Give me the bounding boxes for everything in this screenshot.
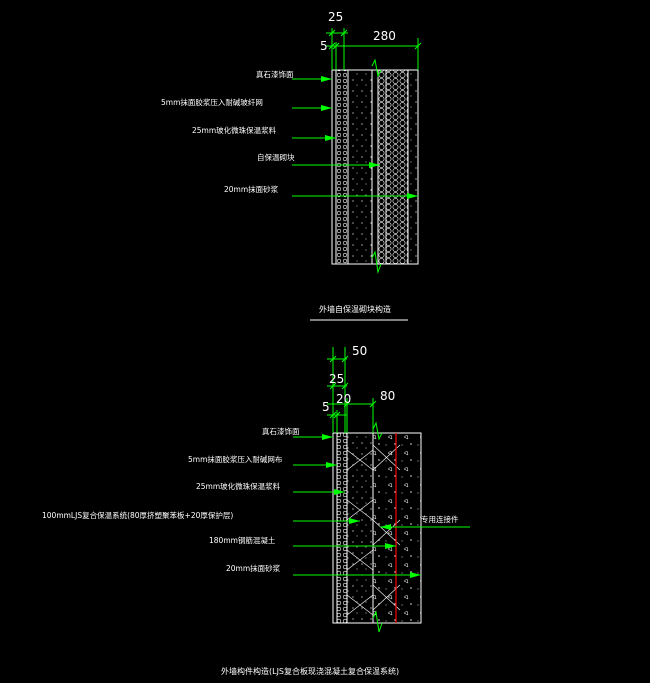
detail1-block-right [385, 69, 409, 265]
detail1-section: 25 5 280 真石漆饰面 5mm抹面胶浆压入耐碱玻纤网 25mm玻化微珠保温… [161, 10, 422, 321]
detail2-insulation-mortar-layer [336, 432, 348, 624]
detail1-block-cavity [377, 69, 387, 265]
detail2-label-plaster: 20mm抹面砂浆 [226, 563, 281, 573]
detail2-section: 50 25 5 20 80 真石漆饰面 5mm抹面胶浆压入耐碱网布 25mm玻化… [42, 344, 470, 676]
detail1-dim-5: 5 [320, 39, 328, 53]
detail1-caption: 外墙自保温砌块构造 [319, 304, 391, 314]
detail2-dim-50: 50 [352, 344, 367, 358]
detail1-label-plaster: 20mm抹面砂浆 [224, 184, 279, 194]
detail1-break-bottom [371, 250, 382, 274]
detail2-dim-25: 25 [329, 372, 344, 386]
detail2-label-finish: 真石漆饰面 [262, 426, 300, 436]
detail2-label-connector: 专用连接件 [421, 514, 459, 524]
detail2-caption: 外墙构件构造(LJS复合板现浇混凝土复合保温系统) [221, 666, 399, 676]
detail2-dim-80: 80 [380, 389, 395, 403]
detail1-label-mesh: 5mm抹面胶浆压入耐碱玻纤网 [161, 97, 263, 107]
detail1-insulation-mortar-layer [335, 69, 349, 265]
detail2-dim-5: 5 [322, 400, 330, 414]
detail2-label-insulation: 25mm玻化微珠保温浆料 [196, 481, 281, 491]
detail1-label-block: 自保温砌块 [257, 152, 295, 162]
detail2-label-ljs-system: 100mmLJS复合保温系统(80厚挤塑聚苯板+20厚保护层) [42, 510, 233, 520]
detail2-break-bottom [372, 610, 383, 633]
detail1-plaster-layer [407, 69, 419, 265]
detail2-concrete-layer [372, 432, 422, 624]
detail2-finish-layer [332, 432, 338, 624]
detail2-xps-board [346, 432, 374, 624]
detail1-finish-layer [331, 69, 337, 265]
detail1-dim-25: 25 [328, 10, 343, 24]
detail2-label-mesh: 5mm抹面胶浆压入耐碱网布 [188, 454, 283, 464]
detail1-block-web [371, 69, 379, 265]
detail2-break-top [372, 421, 383, 441]
detail1-dim-280: 280 [373, 29, 396, 43]
detail1-block-left [347, 69, 373, 265]
detail2-label-concrete: 180mm钢筋混凝土 [209, 535, 276, 545]
detail1-label-finish: 真石漆饰面 [256, 69, 294, 79]
detail1-label-insulation: 25mm玻化微珠保温浆料 [192, 125, 277, 135]
detail2-dim-20: 20 [336, 392, 351, 406]
detail1-break-top [371, 58, 382, 78]
